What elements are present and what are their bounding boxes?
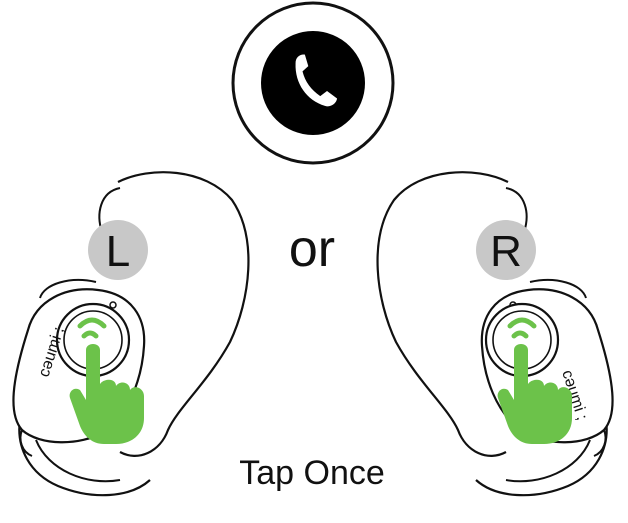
left-side-label: L [106, 227, 130, 276]
or-separator: or [289, 220, 335, 278]
phone-call-icon [231, 1, 395, 165]
left-side-badge: L [88, 220, 148, 280]
left-tap-hand-icon [69, 317, 144, 444]
right-side-label: R [490, 227, 522, 276]
right-tap-hand-icon [497, 317, 572, 444]
right-side-badge: R [476, 220, 536, 280]
tap-once-caption: Tap Once [239, 454, 385, 492]
